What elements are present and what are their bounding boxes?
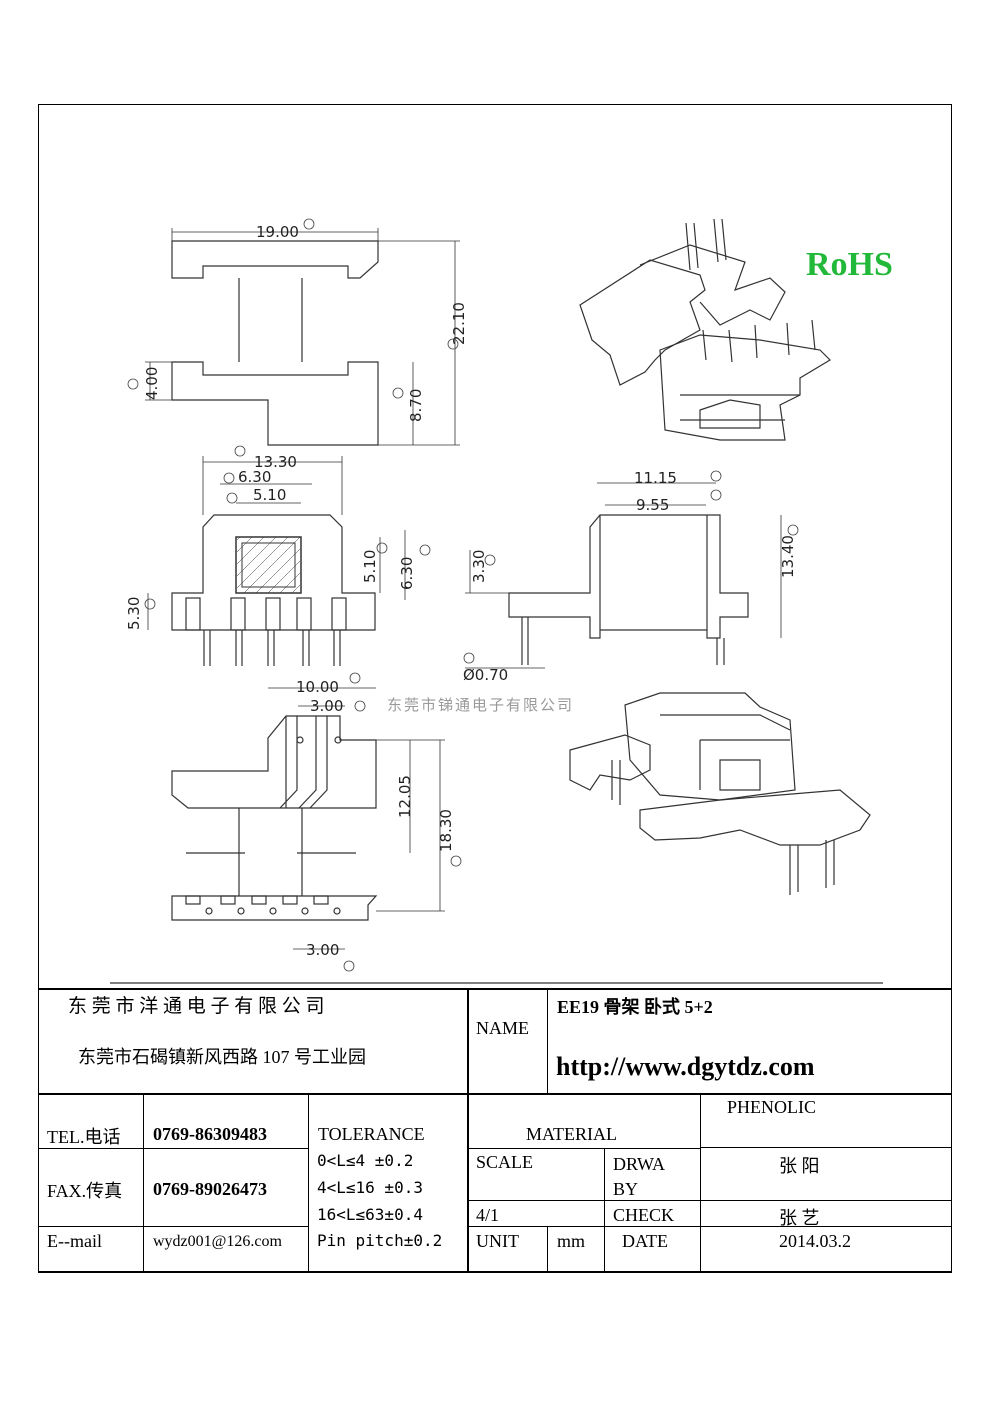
company-address: 东莞市石碣镇新风西路 107 号工业园	[78, 1047, 366, 1067]
dim-o: Ø0.70	[463, 666, 508, 684]
dim-l: 11.15	[634, 469, 677, 487]
dim-c: 8.70	[407, 389, 425, 422]
email-label: E--mail	[47, 1231, 102, 1251]
dim-b: 22.10	[450, 302, 468, 345]
dim-k: 3.30	[470, 550, 488, 583]
dim-f: 6.30	[238, 468, 271, 486]
dim-r: 12.05	[396, 775, 414, 818]
fax-label: FAX.传真	[47, 1181, 123, 1201]
material-label: MATERIAL	[526, 1124, 617, 1144]
date-label: DATE	[622, 1231, 668, 1251]
front-view-core-window	[235, 536, 302, 594]
isometric-view-top	[579, 218, 831, 441]
tolerance-row-3: 16<L≤63±0.4	[317, 1205, 423, 1224]
product-name: EE19 骨架 卧式 5+2	[557, 997, 713, 1017]
tolerance-row-4: Pin pitch±0.2	[317, 1231, 443, 1250]
dim-d: 4.00	[143, 367, 161, 400]
tolerance-row-1: 0<L≤4 ±0.2	[317, 1151, 414, 1170]
dim-n: 13.40	[779, 535, 797, 578]
technical-drawing: 19.00 22.10 8.70 4.00 13.30 6.30 5.10 5.…	[110, 218, 883, 984]
tolerance-row-2: 4<L≤16 ±0.3	[317, 1178, 423, 1197]
material-value: PHENOLIC	[727, 1097, 816, 1117]
name-label: NAME	[476, 1018, 529, 1038]
check-label: CHECK	[613, 1205, 675, 1225]
unit-value: mm	[557, 1231, 586, 1251]
top-view-upper-flange	[171, 240, 379, 279]
dim-p: 10.00	[296, 678, 339, 696]
dim-m: 9.55	[636, 496, 669, 514]
fax-value: 0769-89026473	[153, 1179, 267, 1199]
bottom-view-lower	[171, 895, 378, 921]
email-value[interactable]: wydz001@126.com	[153, 1233, 282, 1250]
rohs-label: RoHS	[806, 246, 893, 283]
isometric-view-bottom	[569, 692, 871, 895]
tel-value: 0769-86309483	[153, 1124, 267, 1144]
dim-h: 5.30	[125, 597, 143, 630]
dim-a: 19.00	[256, 223, 299, 241]
side-view-body	[508, 514, 749, 639]
website-link[interactable]: http://www.dgytdz.com	[556, 1052, 815, 1081]
front-view-core-inner	[241, 542, 296, 588]
scale-label: SCALE	[476, 1152, 534, 1172]
dim-g: 5.10	[253, 486, 286, 504]
tolerance-label: TOLERANCE	[318, 1124, 425, 1144]
tel-label: TEL.电话	[47, 1127, 121, 1147]
dim-t: 3.00	[306, 941, 339, 959]
watermark: 东莞市锑通电子有限公司	[387, 696, 575, 714]
date-value: 2014.03.2	[779, 1231, 851, 1251]
top-view-lower-flange	[171, 361, 379, 446]
dim-e: 13.30	[254, 453, 297, 471]
drawn-by-value: 张 阳	[779, 1156, 820, 1176]
dim-q: 3.00	[310, 697, 343, 715]
dim-s: 18.30	[437, 809, 455, 852]
scale-value: 4/1	[476, 1205, 500, 1225]
front-view-body	[171, 514, 376, 631]
bottom-view-upper	[171, 715, 377, 809]
dim-j: 6.30	[398, 557, 416, 590]
company-name: 东 莞 市 洋 通 电 子 有 限 公 司	[68, 996, 325, 1017]
unit-label: UNIT	[476, 1231, 519, 1251]
dim-i: 5.10	[361, 550, 379, 583]
checked-by-value: 张 艺	[779, 1208, 820, 1228]
drawn-by-label: DRWA BY	[613, 1154, 666, 1199]
